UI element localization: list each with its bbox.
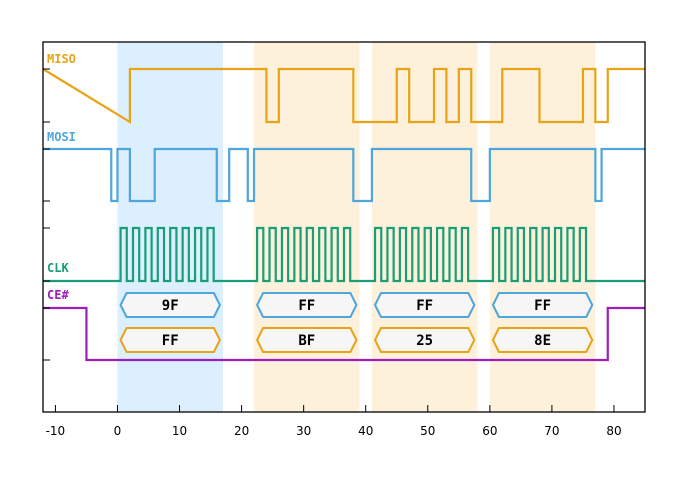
byte-value-miso: 25 [416,333,433,349]
byte-value-mosi: 9F [162,298,179,314]
y-ticks [43,68,50,361]
x-tick-label: 50 [420,424,435,438]
x-tick-label: 10 [172,424,187,438]
signal-trace-miso [42,67,645,124]
byte-value-miso: BF [298,333,315,349]
signal-trace-clk [43,226,645,283]
byte-box-mosi-3 [374,292,476,318]
signal-trace-mosi [43,147,645,203]
plot-frame [42,41,646,413]
byte-value-mosi: FF [298,298,315,314]
byte-box-mosi-2 [256,292,358,318]
byte-value-miso: FF [162,333,179,349]
byte-value-miso: 8E [534,333,551,349]
byte-box-mosi-1 [119,292,221,318]
byte-box-mosi-4 [491,292,594,318]
signal-label-ce: CE# [47,288,69,302]
byte-value-mosi: FF [416,298,433,314]
x-tick-label: 40 [358,424,373,438]
byte-box-miso-6 [256,327,358,353]
signal-trace-ce [43,306,645,362]
byte-box-miso-8 [491,327,594,353]
x-tick-label: 60 [482,424,497,438]
byte-box-miso-7 [374,327,476,353]
byte-value-mosi: FF [534,298,551,314]
byte-box-miso-5 [119,327,221,353]
x-tick-label: 30 [296,424,311,438]
signal-labels: MISO MOSI CLK CE# [47,52,76,302]
signal-traces [42,67,645,362]
signal-label-mosi: MOSI [47,130,76,144]
signal-label-clk: CLK [47,261,69,275]
x-tick-label: 20 [234,424,249,438]
x-tick-label: -10 [46,424,66,438]
byte-boxes: 9F FF FF FF FF BF 25 8E [119,292,594,353]
signal-label-miso: MISO [47,52,76,66]
x-tick-label: 80 [606,424,621,438]
x-tick-label: 0 [114,424,122,438]
x-tick-label: 70 [544,424,559,438]
x-axis-ticks: -10 0 10 20 30 40 50 60 70 80 [46,405,622,438]
